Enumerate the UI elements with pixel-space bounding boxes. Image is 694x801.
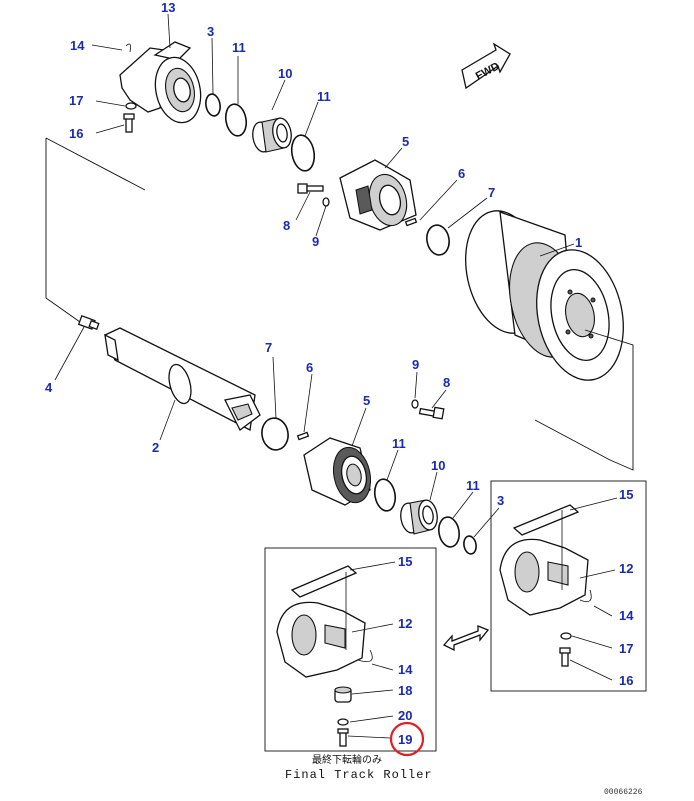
callout-9: 9: [312, 234, 319, 249]
callout-20: 20: [398, 708, 412, 723]
o-ring-part: [438, 516, 460, 548]
callout-16: 16: [69, 126, 83, 141]
bracket-housing-part: [276, 601, 366, 678]
collar-part: [303, 437, 372, 506]
callout-19: 19: [398, 732, 412, 747]
callout-15: 15: [619, 487, 633, 502]
callout-6: 6: [458, 166, 465, 181]
callout-12: 12: [619, 561, 633, 576]
callout-14: 14: [70, 38, 85, 53]
callout-14: 14: [398, 662, 413, 677]
pin-part: [296, 431, 310, 441]
o-ring-part: [463, 535, 477, 555]
callout-6: 6: [306, 360, 313, 375]
callout-labels: 13 14 3 11 10 11 17 16 5 6 7 8 9 1 4 2 7…: [45, 0, 634, 757]
o-ring-part: [224, 103, 248, 137]
track-roller-part: [465, 210, 624, 381]
bolt-part: [297, 183, 324, 194]
callout-7: 7: [488, 185, 495, 200]
callout-3: 3: [497, 493, 504, 508]
callout-11: 11: [317, 89, 331, 104]
washer-part: [411, 399, 419, 409]
forward-direction-arrow: FWD: [461, 42, 511, 90]
o-ring-part: [426, 224, 450, 256]
callout-2: 2: [152, 440, 159, 455]
callout-17: 17: [619, 641, 633, 656]
callout-9: 9: [412, 357, 419, 372]
bolt-part: [418, 406, 445, 420]
guard-plate-part: [512, 504, 580, 536]
callout-17: 17: [69, 93, 83, 108]
callout-4: 4: [45, 380, 53, 395]
o-ring-part: [373, 478, 397, 512]
collar-part: [339, 159, 417, 231]
bolt-part: [559, 647, 571, 667]
inset-caption-japanese: 最終下転輪のみ: [312, 753, 382, 766]
floating-seal-part: [400, 499, 438, 535]
callout-5: 5: [402, 134, 409, 149]
plug-part: [77, 315, 100, 331]
callout-5: 5: [363, 393, 370, 408]
callout-8: 8: [283, 218, 290, 233]
pin-part: [404, 217, 418, 227]
callout-1: 1: [575, 235, 582, 250]
washer-part: [125, 102, 137, 110]
bolt-part: [123, 113, 135, 133]
guard-plate-part: [290, 565, 358, 598]
callout-11: 11: [392, 436, 406, 451]
highlight-circle: [389, 721, 425, 757]
bracket-housing-part: [119, 41, 202, 124]
callout-11: 11: [466, 478, 480, 493]
shaft-part: [104, 327, 261, 431]
callout-15: 15: [398, 554, 412, 569]
drawing-code: 00066226: [604, 788, 643, 797]
standard-roller-detail-box: [490, 480, 647, 692]
final-roller-inset-box: [264, 547, 437, 752]
o-ring-part: [290, 134, 316, 172]
callout-10: 10: [278, 66, 292, 81]
leader-lines: [54, 13, 618, 739]
bracket-housing-part: [499, 538, 589, 616]
interchange-arrow: [442, 625, 490, 652]
spacer-part: [334, 686, 352, 703]
o-ring-part: [261, 417, 289, 451]
washer-part: [322, 197, 330, 207]
callout-18: 18: [398, 683, 412, 698]
callout-7: 7: [265, 340, 272, 355]
bolt-part: [337, 728, 349, 747]
callout-3: 3: [207, 24, 214, 39]
inset-caption-english: Final Track Roller: [285, 768, 433, 782]
callout-10: 10: [431, 458, 445, 473]
callout-11: 11: [232, 40, 246, 55]
washer-part: [560, 632, 572, 640]
washer-part: [337, 718, 349, 726]
callout-12: 12: [398, 616, 412, 631]
o-ring-part: [205, 93, 221, 117]
callout-14: 14: [619, 608, 634, 623]
callout-16: 16: [619, 673, 633, 688]
floating-seal-part: [252, 117, 292, 153]
callout-13: 13: [161, 0, 175, 15]
callout-8: 8: [443, 375, 450, 390]
